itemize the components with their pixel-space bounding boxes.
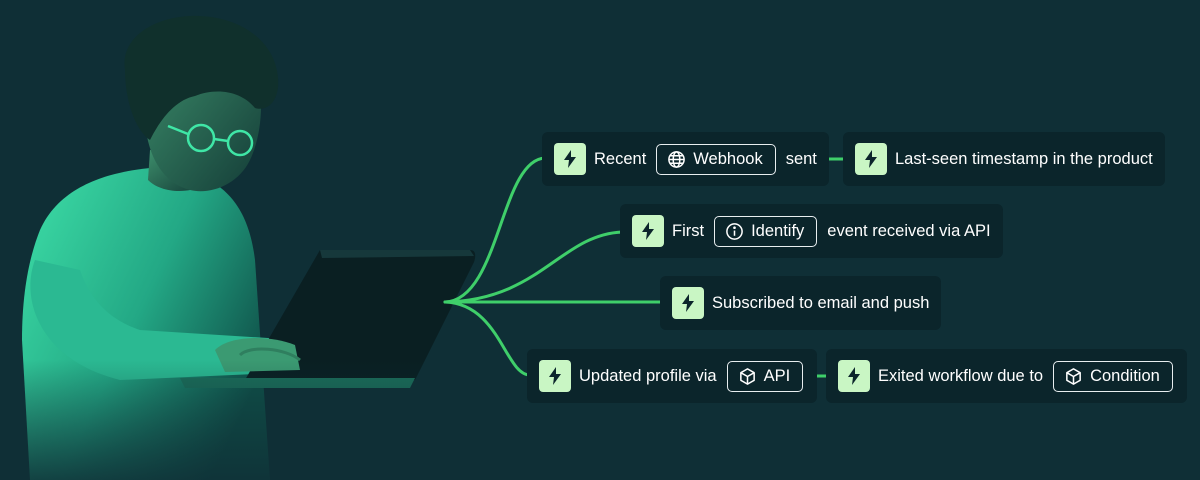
chip-label: API (763, 366, 791, 385)
cube-icon (739, 367, 755, 385)
bolt-icon (672, 287, 704, 319)
event-card-last-seen[interactable]: Last-seen timestamp in the product (843, 132, 1165, 186)
globe-icon (668, 150, 686, 168)
cube-icon (1066, 367, 1082, 385)
event-suffix: sent (785, 149, 817, 168)
api-chip[interactable]: API (726, 360, 804, 392)
bolt-icon (554, 143, 586, 175)
bolt-icon (855, 143, 887, 175)
chip-label: Webhook (693, 149, 763, 168)
event-prefix: First (672, 221, 705, 240)
event-text: Last-seen timestamp in the product (895, 149, 1153, 168)
event-prefix: Updated profile via (579, 366, 717, 385)
identify-chip[interactable]: Identify (714, 215, 818, 247)
bolt-icon (632, 215, 664, 247)
info-icon (726, 222, 743, 240)
person-with-laptop-illustration (0, 0, 520, 480)
condition-chip[interactable]: Condition (1053, 360, 1173, 392)
event-suffix: event received via API (827, 221, 991, 240)
webhook-chip[interactable]: Webhook (656, 143, 776, 175)
event-prefix: Exited workflow due to (878, 366, 1044, 385)
chip-label: Identify (751, 221, 805, 240)
event-card-exited-workflow[interactable]: Exited workflow due to Condition (826, 349, 1187, 403)
event-prefix: Recent (594, 149, 647, 168)
bolt-icon (539, 360, 571, 392)
bolt-icon (838, 360, 870, 392)
event-card-identify[interactable]: First Identify event received via API (620, 204, 1003, 258)
event-text: Subscribed to email and push (712, 293, 930, 312)
event-card-webhook[interactable]: Recent Webhook sent (542, 132, 829, 186)
chip-label: Condition (1090, 366, 1160, 385)
event-card-subscribed[interactable]: Subscribed to email and push (660, 276, 942, 330)
event-card-updated-profile[interactable]: Updated profile via API (527, 349, 818, 403)
